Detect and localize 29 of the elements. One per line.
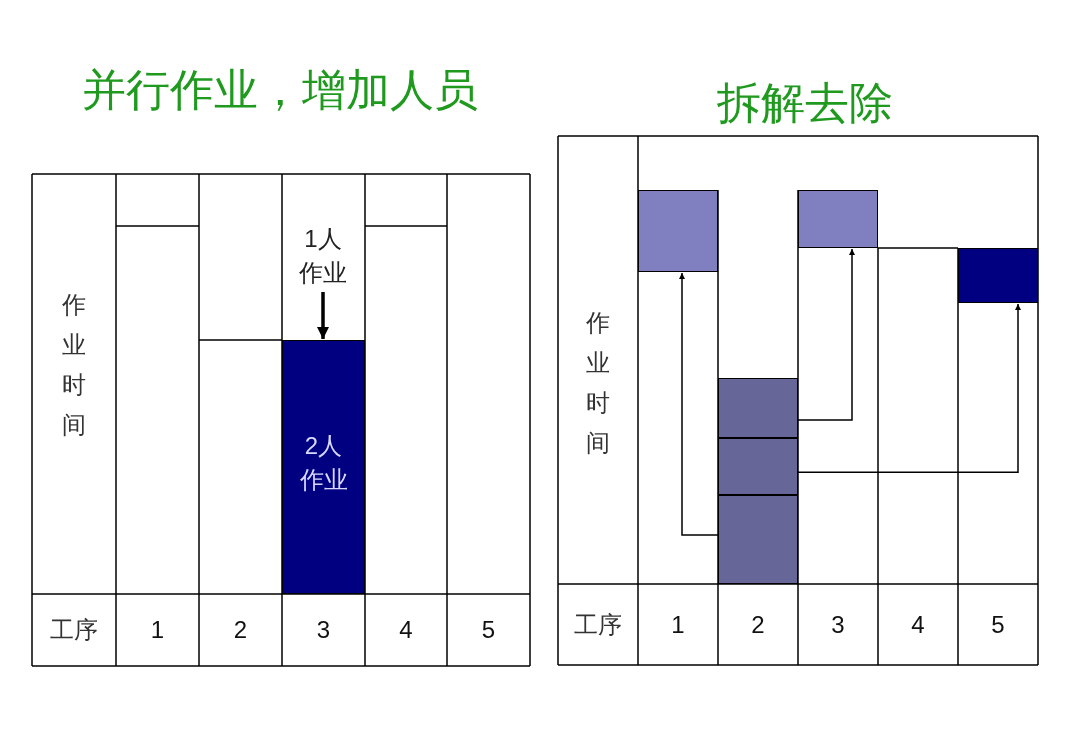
work-block [798,190,878,248]
heading: 拆解去除 [717,76,893,129]
step-number: 3 [316,616,331,644]
arrow [797,248,855,421]
annotation-text: 1人作业 [295,222,351,292]
bar-segment [718,495,798,584]
bar-segment [718,438,798,495]
arrow [317,292,329,339]
axis-label: 作业时间 [61,290,87,440]
bar-label: 2人作业 [298,431,349,495]
step-number: 4 [911,610,925,639]
axis-label: 作业时间 [585,307,611,458]
row-label: 工序 [50,615,98,645]
step-number: 2 [233,616,248,644]
arrow [679,272,719,536]
step-number: 1 [150,616,165,644]
heading: 并行作业，增加人员 [82,63,478,116]
work-block [638,190,718,272]
step-number: 5 [991,610,1005,639]
bar [282,340,365,594]
work-block [958,248,1038,303]
step-number: 1 [671,610,685,639]
step-number: 3 [831,610,845,639]
step-number: 5 [481,616,496,644]
step-number: 2 [751,610,765,639]
row-label: 工序 [574,609,622,640]
arrow [797,303,1021,473]
step-number: 4 [399,616,413,644]
bar-segment [718,378,798,438]
